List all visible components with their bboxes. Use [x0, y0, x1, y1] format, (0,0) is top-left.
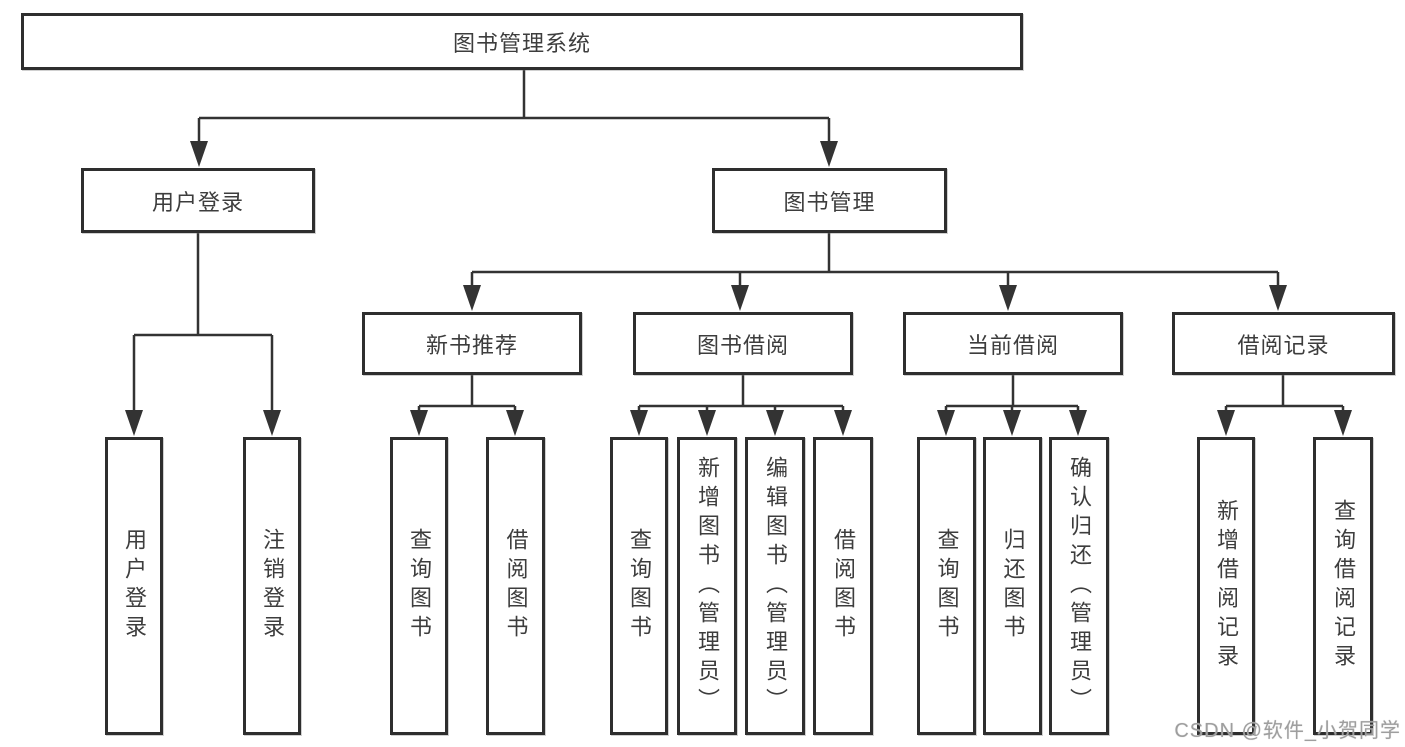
leaf-user-login: 用户登录: [105, 437, 163, 735]
leaf-query-books-current: 查询图书: [917, 437, 976, 735]
leaf-return-books: 归还图书: [983, 437, 1042, 735]
leaf-borrow-books-recommend: 借阅图书: [486, 437, 545, 735]
node-label: 图书管理系统: [452, 30, 591, 56]
leaf-add-books-admin: 新增图书（管理员）: [677, 437, 737, 735]
leaf-add-borrow-record: 新增借阅记录: [1197, 437, 1255, 735]
leaf-query-borrow-record: 查询借阅记录: [1313, 437, 1373, 735]
node-label: 新增借阅记录: [1214, 499, 1239, 673]
node-label: 借阅记录: [1237, 332, 1330, 358]
node-book-borrowing: 图书借阅: [633, 312, 853, 375]
node-label: 查询图书: [934, 528, 960, 644]
node-user-login: 用户登录: [81, 168, 315, 233]
node-label: 新增图书（管理员）: [695, 455, 720, 717]
node-current-borrowing: 当前借阅: [903, 312, 1123, 375]
node-label: 归还图书: [1000, 528, 1026, 644]
node-label: 用户登录: [151, 189, 244, 215]
node-book-management: 图书管理: [712, 168, 947, 233]
node-borrowing-records: 借阅记录: [1172, 312, 1395, 375]
leaf-query-books-recommend: 查询图书: [390, 437, 448, 735]
leaf-logout-login: 注销登录: [243, 437, 301, 735]
node-label: 当前借阅: [966, 332, 1059, 358]
node-new-book-recommend: 新书推荐: [362, 312, 582, 375]
leaf-edit-books-admin: 编辑图书（管理员）: [745, 437, 805, 735]
csdn-watermark: CSDN @软件_小贺同学: [1174, 720, 1401, 742]
node-label: 查询图书: [627, 528, 652, 644]
leaf-confirm-return-admin: 确认归还（管理员）: [1049, 437, 1109, 735]
node-label: 新书推荐: [425, 332, 518, 358]
node-label: 注销登录: [260, 528, 285, 644]
node-label: 用户登录: [122, 528, 147, 644]
node-library-management-system: 图书管理系统: [21, 13, 1023, 70]
node-label: 图书借阅: [696, 332, 789, 358]
node-label: 确认归还（管理员）: [1067, 455, 1092, 717]
leaf-borrow-books: 借阅图书: [813, 437, 873, 735]
leaf-query-books-borrowing: 查询图书: [610, 437, 668, 735]
node-label: 编辑图书（管理员）: [763, 455, 788, 717]
node-label: 查询借阅记录: [1331, 499, 1356, 673]
node-label: 借阅图书: [831, 528, 856, 644]
node-label: 借阅图书: [503, 528, 529, 644]
node-label: 查询图书: [407, 528, 432, 644]
node-label: 图书管理: [783, 189, 876, 215]
